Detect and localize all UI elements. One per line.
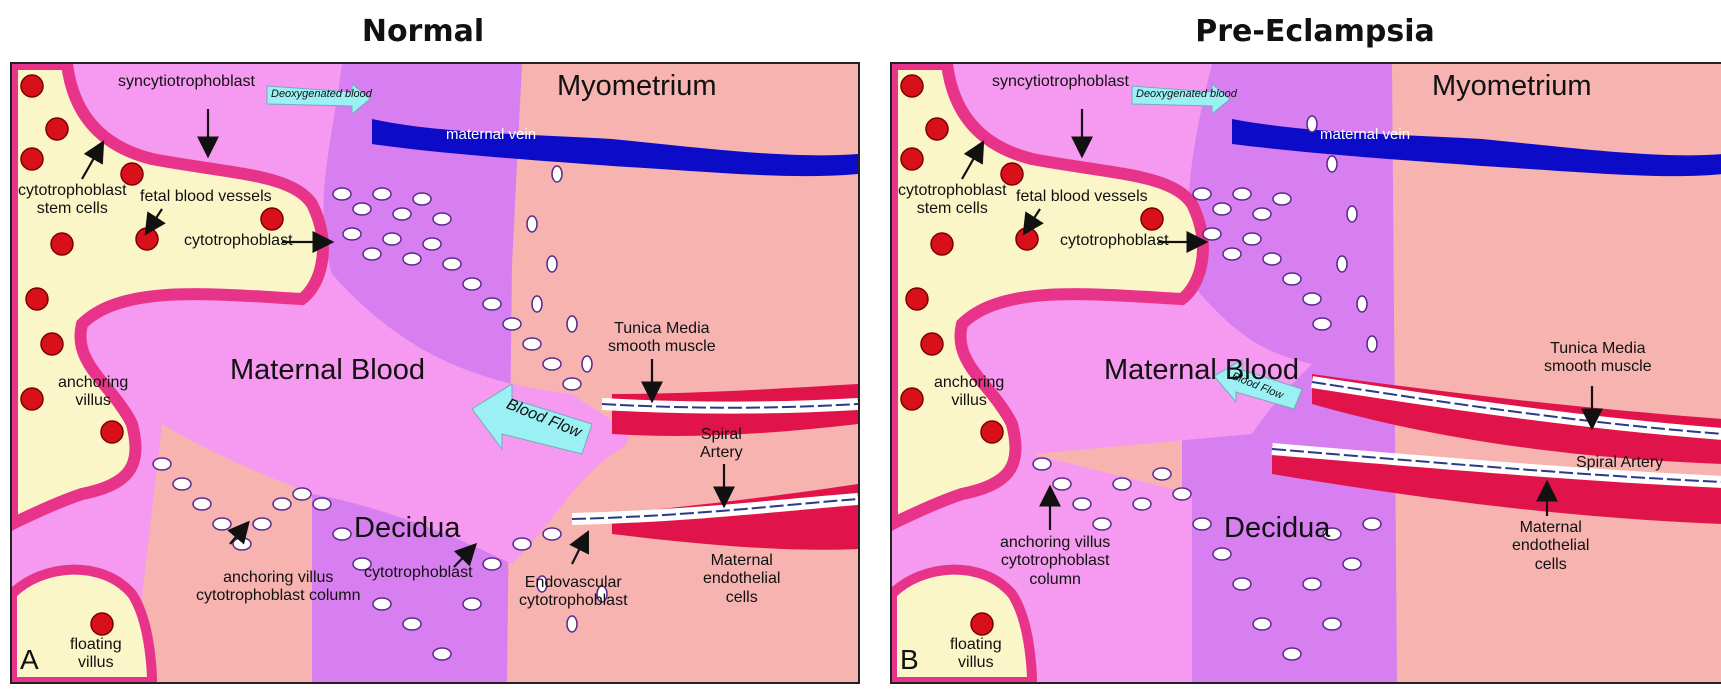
label-deoxygenated-blood: Deoxygenated blood [1136, 88, 1237, 101]
panel-pre-eclampsia: syncytiotrophoblast Deoxygenated blood m… [890, 62, 1721, 684]
label-anchoring-column: anchoring villus cytotrophoblast column [1000, 534, 1110, 589]
label-column-line2: cytotrophoblast [1000, 552, 1110, 570]
label-spiral-artery: Spiral Artery [700, 426, 743, 463]
label-endothelial-line3: cells [703, 589, 780, 607]
label-maternal-vein: maternal vein [1320, 126, 1410, 143]
label-column-line1: anchoring villus [1000, 534, 1110, 552]
label-decidua: Decidua [1224, 512, 1330, 545]
label-floating-line2: villus [950, 654, 1002, 672]
label-floating-line1: floating [950, 636, 1002, 654]
panel-letter-b: B [900, 644, 919, 676]
label-cytotrophoblast-decidua: cytotrophoblast [364, 564, 473, 582]
label-fetal-blood-vessels: fetal blood vessels [140, 188, 272, 206]
label-cytotrophoblast: cytotrophoblast [184, 232, 293, 250]
label-anchoring-line1: anchoring [934, 374, 1004, 392]
label-tunica-line1: Tunica Media [1544, 340, 1652, 358]
label-endothelial-line3: cells [1512, 556, 1589, 574]
label-fetal-blood-vessels: fetal blood vessels [1016, 188, 1148, 206]
label-cyto-stem-cells: cytotrophoblast stem cells [18, 182, 127, 219]
label-tunica-line2: smooth muscle [608, 338, 716, 356]
label-cyto-stem-line2: stem cells [898, 200, 1007, 218]
label-anchoring-line2: villus [934, 392, 1004, 410]
label-spiral-line1: Spiral [700, 426, 743, 444]
label-maternal-blood: Maternal Blood [230, 354, 425, 387]
label-endothelial: Maternal endothelial cells [1512, 519, 1589, 574]
label-endothelial-line1: Maternal [703, 552, 780, 570]
label-floating-villus: floating villus [70, 636, 122, 673]
label-spiral-line2: Artery [700, 444, 743, 462]
label-tunica-media: Tunica Media smooth muscle [608, 320, 716, 357]
label-column-line1: anchoring villus [196, 569, 361, 587]
label-spiral-artery: Spiral Artery [1576, 454, 1663, 472]
label-cyto-stem-cells: cytotrophoblast stem cells [898, 182, 1007, 219]
label-endovascular-line1: Endovascular [519, 574, 628, 592]
label-endothelial: Maternal endothelial cells [703, 552, 780, 607]
label-anchoring-column: anchoring villus cytotrophoblast column [196, 569, 361, 606]
label-maternal-blood: Maternal Blood [1104, 354, 1299, 387]
label-syncytiotrophoblast: syncytiotrophoblast [992, 73, 1129, 91]
label-endothelial-line2: endothelial [1512, 537, 1589, 555]
label-endovascular: Endovascular cytotrophoblast [519, 574, 628, 611]
label-column-line3: column [1000, 571, 1110, 589]
label-cyto-stem-line2: stem cells [18, 200, 127, 218]
label-anchoring-villus: anchoring villus [934, 374, 1004, 411]
label-endovascular-line2: cytotrophoblast [519, 592, 628, 610]
label-decidua: Decidua [354, 512, 460, 545]
label-cyto-stem-line1: cytotrophoblast [18, 182, 127, 200]
label-deoxygenated-blood: Deoxygenated blood [271, 88, 372, 101]
panel-a-title: Normal [362, 14, 484, 49]
label-column-line2: cytotrophoblast column [196, 587, 361, 605]
label-anchoring-line2: villus [58, 392, 128, 410]
label-endothelial-line2: endothelial [703, 570, 780, 588]
label-maternal-vein: maternal vein [446, 126, 536, 143]
label-tunica-line1: Tunica Media [608, 320, 716, 338]
label-floating-villus: floating villus [950, 636, 1002, 673]
label-floating-line2: villus [70, 654, 122, 672]
label-endothelial-line1: Maternal [1512, 519, 1589, 537]
panel-normal: syncytiotrophoblast Deoxygenated blood m… [10, 62, 860, 684]
label-myometrium: Myometrium [557, 70, 717, 103]
label-anchoring-villus: anchoring villus [58, 374, 128, 411]
panel-b-title: Pre-Eclampsia [1195, 14, 1435, 49]
label-tunica-media: Tunica Media smooth muscle [1544, 340, 1652, 377]
label-anchoring-line1: anchoring [58, 374, 128, 392]
label-floating-line1: floating [70, 636, 122, 654]
label-cytotrophoblast: cytotrophoblast [1060, 232, 1169, 250]
label-syncytiotrophoblast: syncytiotrophoblast [118, 73, 255, 91]
label-tunica-line2: smooth muscle [1544, 358, 1652, 376]
panel-letter-a: A [20, 644, 39, 676]
label-myometrium: Myometrium [1432, 70, 1592, 103]
label-cyto-stem-line1: cytotrophoblast [898, 182, 1007, 200]
